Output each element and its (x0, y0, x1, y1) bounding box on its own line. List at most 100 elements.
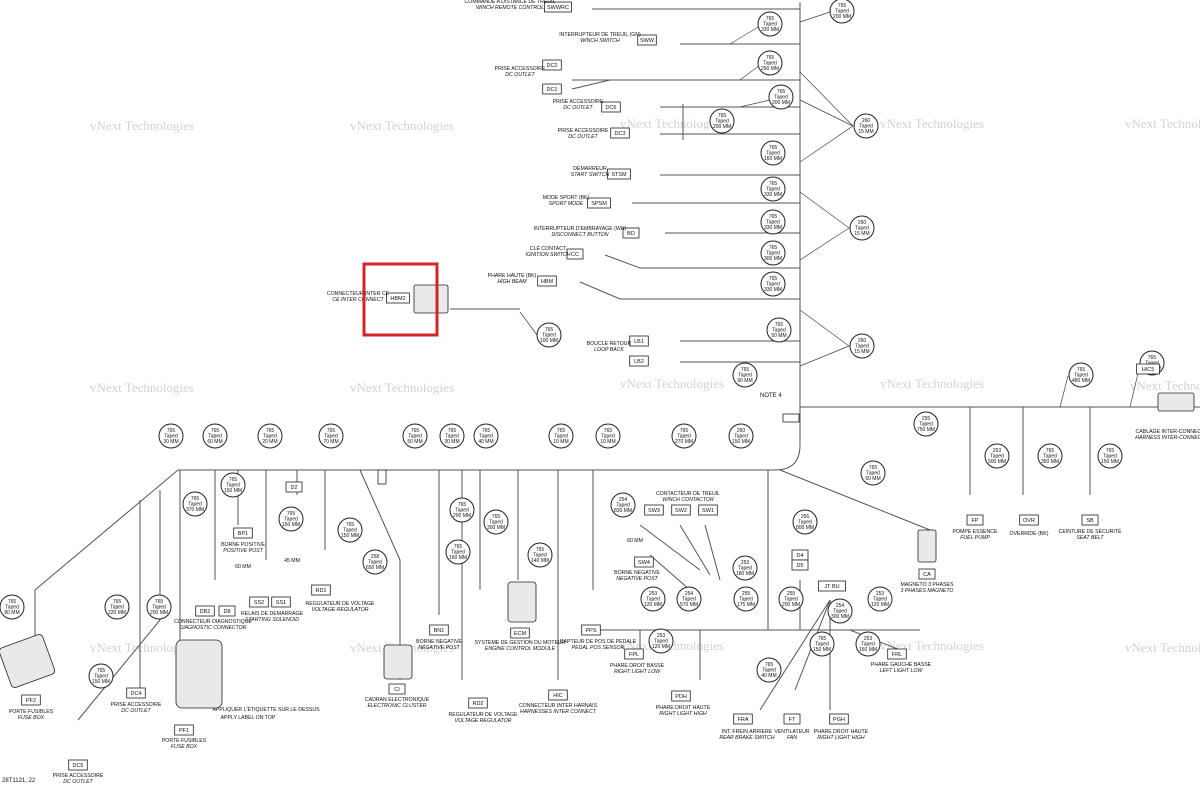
connector-label-fr: PRISE ACCESSOIRE (495, 66, 546, 72)
connector-label-fr: CONNECTEUR DIAGNOSTIQUE (174, 619, 252, 625)
tape-bubble-circle (1037, 443, 1063, 469)
connector-d4[interactable]: D4 (791, 549, 809, 561)
connector-lb2[interactable]: LB2 (629, 355, 649, 367)
tape-bubble-circle (733, 586, 759, 612)
connector-label-en: FUEL PUMP (960, 535, 990, 541)
tape-bubble-type: Taped (766, 282, 780, 288)
tape-bubble-gauge: 765 (411, 428, 420, 434)
connector-d2[interactable]: D2 (285, 481, 303, 493)
tape-bubble-circle (439, 423, 465, 449)
connector-jt-bu[interactable]: JT BU (818, 580, 846, 592)
tape-bubble-gauge: 765 (113, 599, 122, 605)
tape-bubble-length: 160 MM (449, 555, 467, 561)
connector-label-fr: PHARE DROIT HAUTE (656, 705, 711, 711)
connector-code-box (887, 648, 907, 660)
connector-code: FP (971, 518, 978, 524)
tape-bubble-circle (760, 140, 786, 166)
connector-code-box (1081, 514, 1099, 526)
connector-d8[interactable]: D8 (218, 605, 236, 617)
connector-label-fr: CLÉ CONTACT (530, 245, 567, 252)
tape-bubble-type: Taped (152, 605, 166, 611)
connector-d5[interactable]: D5 (791, 559, 809, 571)
connector-code: D4 (796, 553, 803, 559)
tape-bubble-type: Taped (738, 373, 752, 379)
connector-code: BN1 (434, 628, 445, 634)
tape-bubble-circle (257, 423, 283, 449)
connector-dc1[interactable]: DC1 (542, 83, 562, 95)
watermark: vNext Technologies (90, 640, 194, 655)
connector-sw2[interactable]: SW2 (671, 504, 691, 516)
connector-sw1[interactable]: SW1 (698, 504, 718, 516)
connector-code-box (622, 227, 640, 239)
connector-code: SWWRC (547, 5, 569, 11)
connector-label-en: DC OUTLET (568, 134, 598, 140)
tape-bubble-length: 140 MM (531, 558, 549, 564)
connector-code: CA (923, 572, 931, 578)
tape-bubble-circle (855, 631, 881, 657)
tape-bubble-gauge: 765 (769, 181, 778, 187)
highlight-box-hbm2[interactable] (362, 262, 439, 337)
splice-marker (377, 469, 387, 485)
connector-code: HIC (553, 693, 563, 699)
tape-bubble-length: 830 MM (614, 508, 632, 514)
connector-code-box (68, 759, 88, 771)
connector-ss1[interactable]: SS1 (271, 596, 291, 608)
watermark: vNext Technologies (350, 118, 454, 133)
tape-bubble-length: 120 MM (871, 602, 889, 608)
tape-bubble-length: 500 MM (988, 459, 1006, 465)
tape-bubble-length: 70 MM (323, 439, 338, 445)
connector-code-box (918, 568, 936, 580)
connector-code-box (581, 624, 601, 636)
tape-bubble-gauge: 765 (211, 428, 220, 434)
tape-bubble-gauge: 260 (858, 338, 867, 344)
note-box (782, 413, 800, 423)
